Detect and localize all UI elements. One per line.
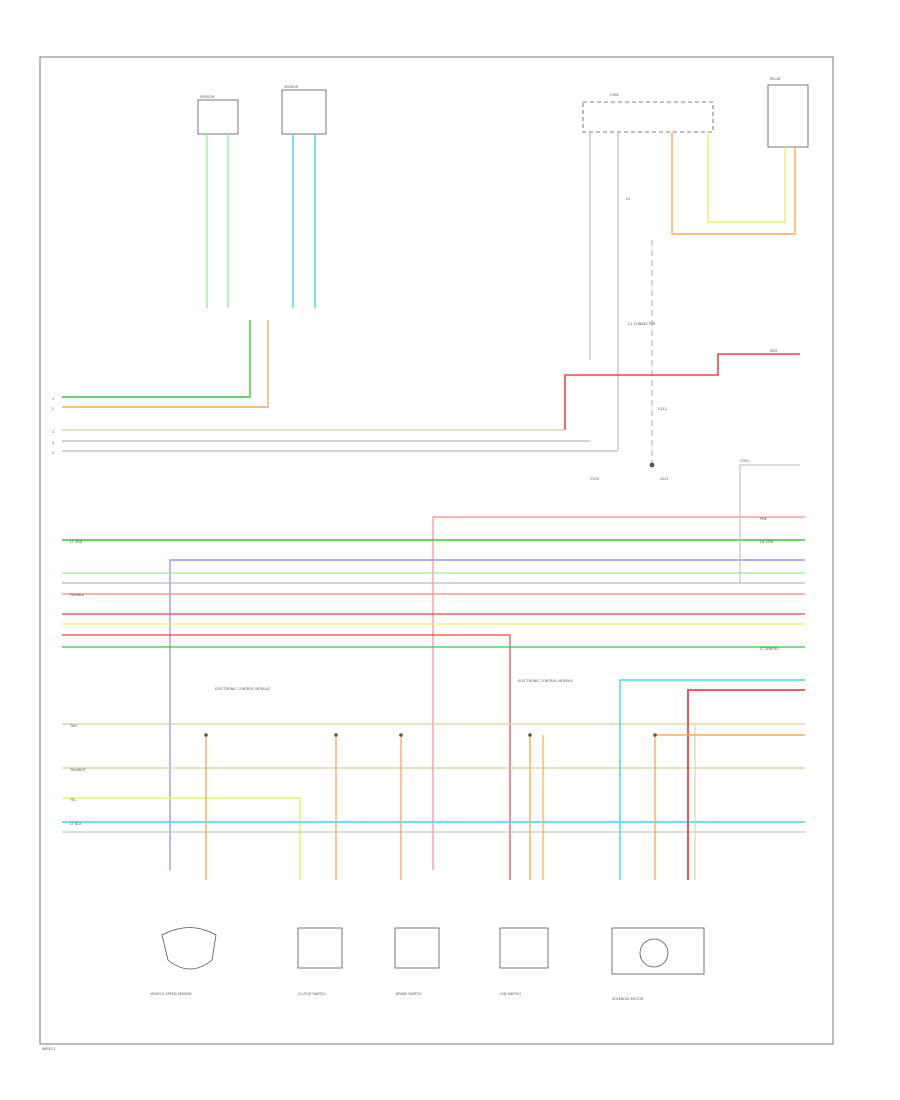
pin-2: 2 (52, 407, 54, 411)
pin-1: 1 (52, 397, 54, 401)
sensor-b-label: SENSOR (284, 85, 299, 89)
wire-label-lt-green: LT GRN (70, 540, 83, 544)
wire-label-red: RED (770, 349, 777, 353)
sensor-b: SENSOR (281, 85, 327, 308)
sensor-a-label: SENSOR (200, 95, 215, 99)
od-switch-label: O/D SWITCH (500, 992, 521, 996)
wire-label-tan-wht: TAN/WHT (69, 768, 87, 772)
main-bus: PNK DK GRN LT GRN PNK/BLK LT GRN/YEL (62, 464, 805, 880)
module-label-left: ELECTRONIC CONTROL MODULE (215, 687, 270, 691)
wire-label-yellow: YEL (70, 798, 76, 802)
footer-code: WIRE11 (42, 1047, 55, 1051)
wire-label-green: DK GRN (760, 540, 774, 544)
diagram-frame (39, 56, 834, 1045)
mid-label-connector: C1 CONNECTOR (628, 322, 656, 326)
mid-label-s112: S112 (658, 407, 667, 411)
mid-label-s1: S1 (626, 197, 630, 201)
od-switch: O/D SWITCH (499, 927, 549, 996)
splice-node (649, 462, 655, 468)
speed-sensor-label: VEHICLE SPEED SENSOR (150, 992, 192, 996)
left-harness: 1 2 3 4 5 RED (52, 320, 800, 455)
mid-label-s201: S201 (660, 477, 669, 481)
wire-label-pink-left: PNK/BLK (70, 593, 85, 597)
clutch-switch-label: CLUTCH SWITCH (298, 992, 326, 996)
sensor-a: SENSOR (197, 95, 239, 308)
brake-switch: BRAKE SWITCH (394, 927, 440, 996)
module-label-right: ELECTRONIC CONTROL MODULE (518, 679, 573, 683)
motor-label: SOLENOID MOTOR (612, 997, 644, 1001)
mid-label-c203: C203 (590, 477, 599, 481)
pin-4: 4 (52, 441, 54, 445)
wire-label-tan: TAN (69, 724, 77, 728)
pin-3: 3 (52, 430, 54, 434)
wire-label-lt-grn-yel: LT GRN/YEL (760, 647, 779, 651)
wire-label-lt-blu: LT BLU (70, 822, 82, 826)
vehicle-speed-sensor: VEHICLE SPEED SENSOR (150, 927, 217, 996)
center-splice: S1 C1 CONNECTOR S112 C203 S201 G301 (590, 195, 749, 481)
brake-switch-label: BRAKE SWITCH (396, 992, 422, 996)
mid-label-g301: G301 (740, 459, 749, 463)
super-duty-relay: RELAY (671, 77, 809, 235)
wire-label-pink: PNK (760, 517, 768, 521)
solenoid-motor: SOLENOID MOTOR (611, 927, 705, 1001)
fuse-junction-panel: FUSE (582, 93, 714, 360)
clutch-switch: CLUTCH SWITCH (297, 927, 343, 996)
relay-label: RELAY (770, 77, 782, 81)
fuse-panel-label: FUSE (610, 93, 619, 97)
pin-5: 5 (52, 451, 54, 455)
lower-harness: TAN TAN/WHT YEL LT BLU (62, 679, 805, 880)
